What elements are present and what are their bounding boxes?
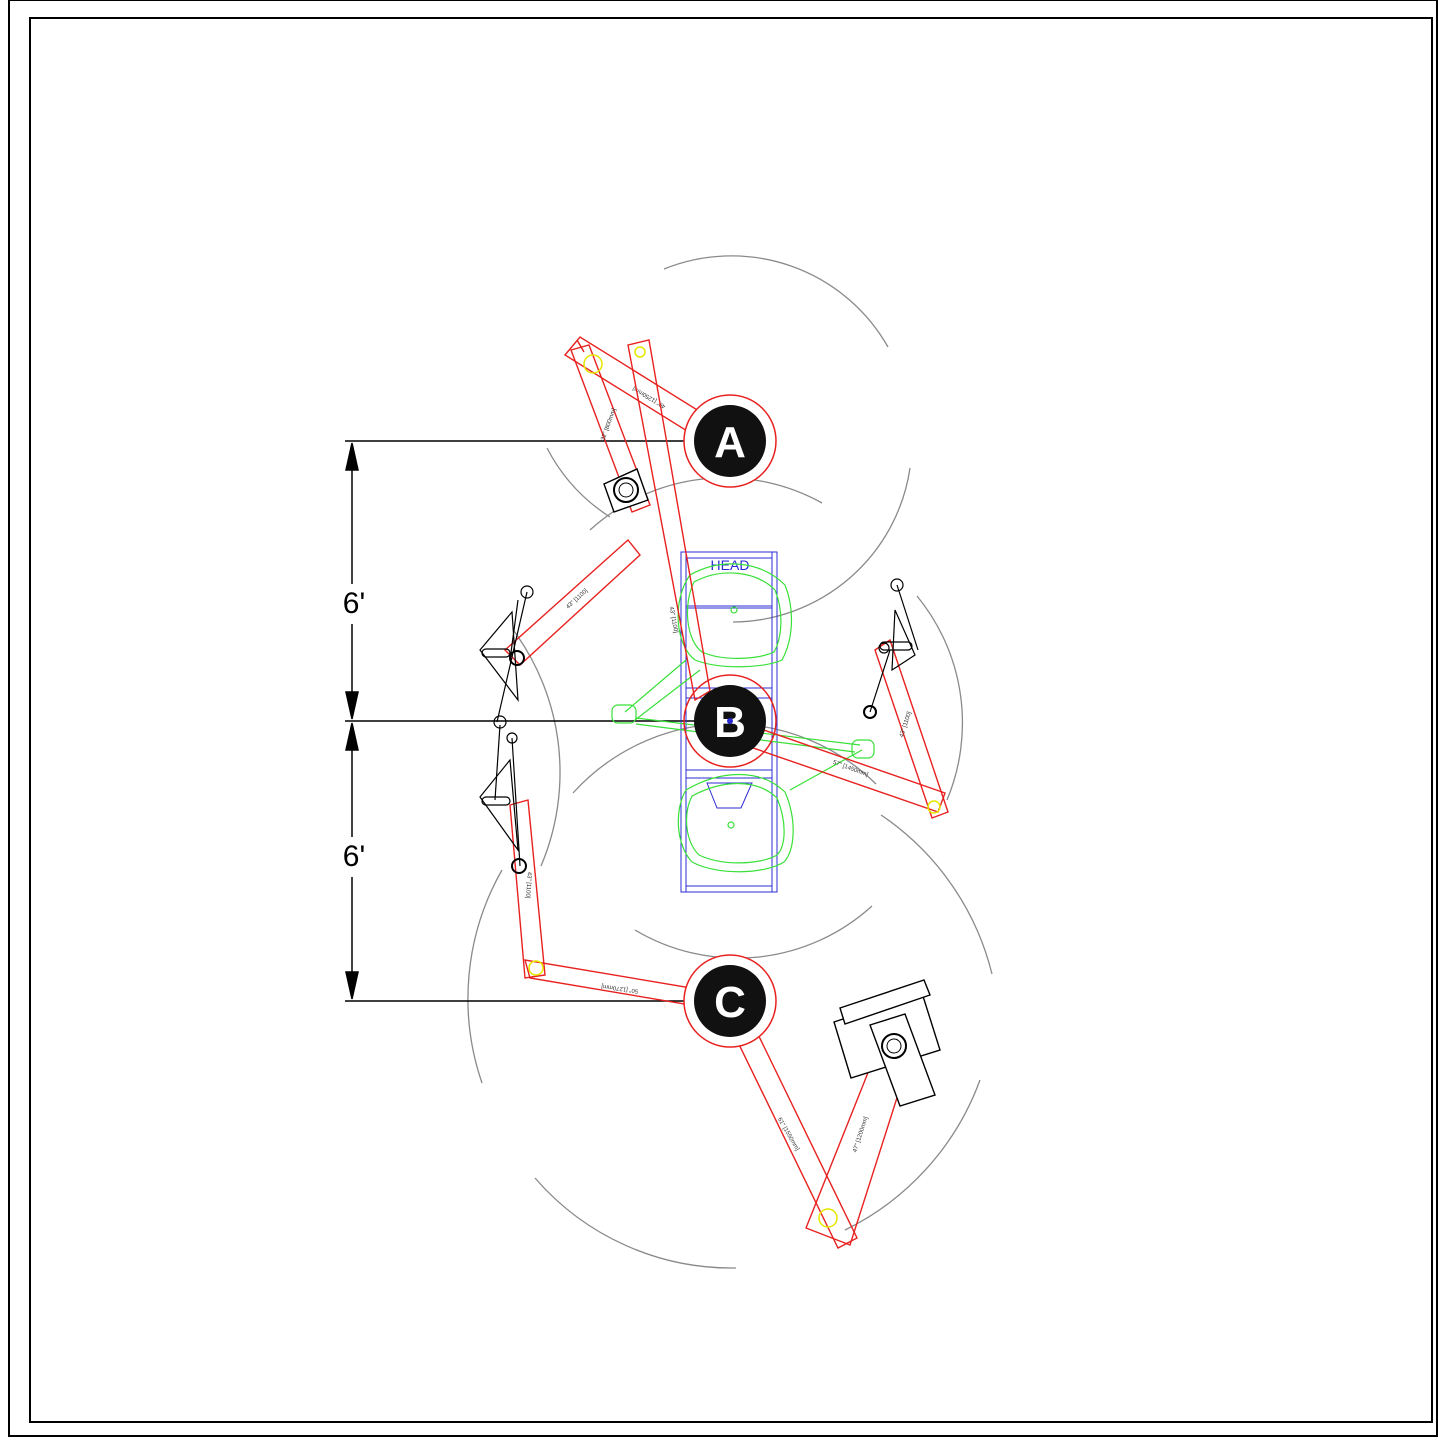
arm-b-right-short-label: 43" [1100] bbox=[899, 711, 913, 739]
sweep-arc bbox=[467, 869, 503, 1084]
arm-c-joint bbox=[818, 1208, 838, 1228]
instrument-tip bbox=[520, 585, 534, 599]
instrument-shaft bbox=[896, 584, 919, 651]
table-outline bbox=[680, 551, 778, 893]
sweep-arc bbox=[546, 447, 611, 518]
sweep-arc bbox=[534, 1177, 737, 1269]
node-b-center-marker bbox=[727, 718, 733, 724]
instrument-shaft bbox=[509, 599, 519, 661]
arm-c-left-short-label: 43" [1100] bbox=[524, 872, 532, 899]
instrument-wing bbox=[891, 609, 916, 672]
instrument-wing bbox=[479, 610, 519, 702]
sweep-arc bbox=[880, 814, 993, 975]
arm-c-joint bbox=[528, 960, 544, 976]
patient-arm-left bbox=[624, 659, 687, 713]
patient-marker bbox=[730, 606, 738, 614]
arrowhead bbox=[345, 691, 359, 720]
end-effector-rail bbox=[839, 979, 931, 1025]
arm-c-left-long-label: 50" [1270mm] bbox=[601, 982, 639, 993]
patient-hand-right bbox=[851, 739, 875, 759]
dimension-lines bbox=[345, 440, 730, 1002]
instrument-shaft bbox=[511, 737, 521, 867]
instrument-right bbox=[863, 578, 919, 719]
node-a-disc bbox=[694, 405, 766, 477]
end-effector-port-inner bbox=[618, 482, 634, 498]
instrument-pivot bbox=[493, 715, 507, 729]
instrument-lower-left bbox=[479, 715, 527, 874]
sweep-arc bbox=[844, 1079, 981, 1231]
outer-frame bbox=[8, 0, 1438, 1437]
instruments bbox=[479, 578, 919, 874]
inner-frame bbox=[29, 17, 1433, 1423]
arrowhead bbox=[345, 442, 359, 471]
patient-head-inner bbox=[686, 572, 782, 659]
node-c: C bbox=[683, 954, 777, 1048]
end-effector-port bbox=[613, 477, 639, 503]
arm-a-end-effector bbox=[603, 468, 649, 513]
arm-b-segment-upper bbox=[627, 339, 711, 702]
arm-a-joint-cap bbox=[576, 339, 585, 353]
instrument-port bbox=[863, 705, 877, 719]
end-effector-port bbox=[881, 1033, 907, 1059]
node-b-ring bbox=[683, 674, 777, 768]
dimension-label-mask bbox=[334, 584, 370, 624]
instrument-tip bbox=[506, 732, 518, 744]
arm-b-segment-right-short bbox=[874, 638, 949, 819]
end-effector-housing bbox=[603, 468, 649, 513]
patient-marker bbox=[727, 821, 735, 829]
arrowhead bbox=[345, 722, 359, 751]
node-a-label: A bbox=[714, 418, 746, 467]
sweep-arc bbox=[634, 905, 873, 959]
arm-b-joint bbox=[634, 346, 646, 358]
arm-b-left-label: 43" [1100] bbox=[565, 588, 589, 611]
end-effector-port-inner bbox=[886, 1038, 902, 1054]
arm-b-upper-label: 43" [1100] bbox=[668, 606, 679, 634]
instrument-joint bbox=[878, 642, 890, 654]
instrument-handle bbox=[481, 796, 511, 806]
arm-b-joint bbox=[927, 800, 941, 814]
patient-arm-left bbox=[634, 669, 701, 721]
arm-c-end-effector bbox=[833, 979, 941, 1107]
instrument-handle bbox=[481, 648, 511, 658]
sweep-arc bbox=[663, 255, 889, 348]
arm-c-lower-short-label: 47" [1200mm] bbox=[852, 1116, 869, 1154]
patient-hand-left bbox=[611, 704, 637, 724]
node-b: B bbox=[683, 674, 777, 768]
node-c-label: C bbox=[714, 978, 746, 1027]
arm-c-lower-long-label: 61" [1550mm] bbox=[776, 1117, 800, 1152]
instrument-port bbox=[511, 858, 527, 874]
patient-body-inner bbox=[686, 782, 785, 864]
instrument-upper-left bbox=[479, 585, 534, 723]
table-pad bbox=[685, 777, 773, 887]
instrument-shaft bbox=[494, 724, 501, 801]
dimension-label-lower: 6' bbox=[343, 840, 365, 873]
dimension-label-mask bbox=[334, 837, 370, 877]
dimension-label-upper: 6' bbox=[343, 587, 365, 620]
arm-a-short-label: 32" [800mm] bbox=[600, 407, 617, 441]
instrument-wing bbox=[479, 758, 519, 853]
arm-a-segment-short bbox=[570, 344, 651, 513]
sweep-arc bbox=[732, 467, 911, 623]
patient-body-outline bbox=[677, 774, 794, 873]
sweep-arc bbox=[916, 595, 964, 801]
arm-c-segment-left-short bbox=[509, 799, 546, 979]
node-c-disc bbox=[694, 965, 766, 1037]
instrument-port bbox=[509, 650, 525, 666]
table-head-label: HEAD bbox=[711, 557, 750, 573]
patient-arm-right bbox=[789, 749, 863, 791]
instrument-shaft bbox=[496, 591, 528, 723]
node-a: A bbox=[683, 394, 777, 488]
instrument-shaft bbox=[869, 649, 891, 713]
arm-a-joint bbox=[583, 354, 603, 374]
instrument-tip bbox=[890, 578, 904, 592]
arrowhead bbox=[345, 971, 359, 1000]
arm-c-segment-lower-long bbox=[732, 1021, 858, 1249]
patient-head-outline bbox=[677, 563, 793, 668]
sweep-arc bbox=[513, 630, 561, 867]
